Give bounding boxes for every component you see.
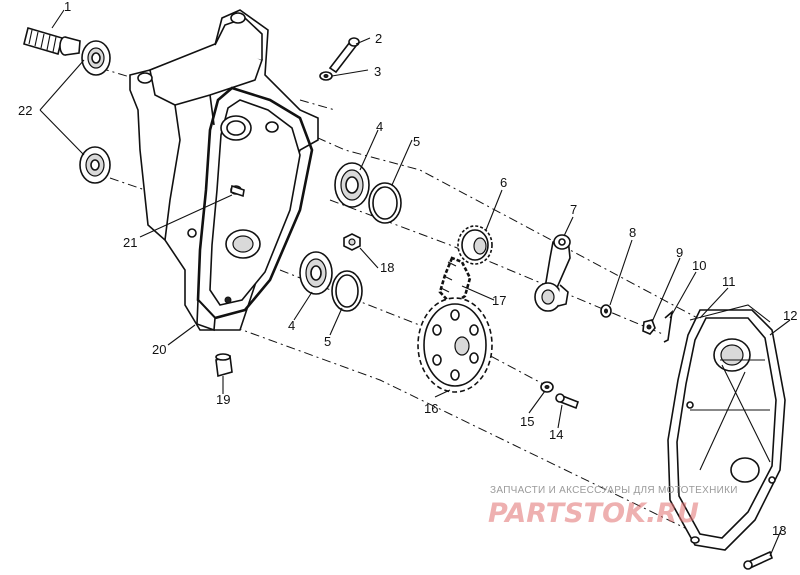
callout-3: 3: [374, 64, 381, 79]
part-19-drain-plug: [215, 353, 233, 378]
part-7-tensioner-arm: [534, 234, 571, 312]
callout-6: 6: [500, 175, 507, 190]
part-21-dowel-pin: [230, 184, 245, 198]
callout-2: 2: [375, 31, 382, 46]
callout-7: 7: [570, 202, 577, 217]
part-22-seal-lower: [79, 146, 111, 184]
watermark-brand: PARTSTOK.RU: [488, 498, 699, 529]
part-10-clip: [663, 310, 674, 343]
callout-20: 20: [152, 342, 166, 357]
callout-19: 19: [216, 392, 230, 407]
part-6-upper-sprocket: [457, 225, 493, 265]
part-12-chaincase-cover: [667, 309, 786, 551]
callout-1: 1: [64, 0, 71, 14]
callout-18: 18: [380, 260, 394, 275]
part-18-nut: [343, 233, 361, 251]
callout-9: 9: [676, 245, 683, 260]
chaincase-housing: [129, 9, 319, 332]
callout-5-lower: 5: [324, 334, 331, 349]
callout-12: 12: [783, 308, 797, 323]
part-3-washer: [319, 71, 333, 81]
callout-22: 22: [18, 103, 32, 118]
callout-16: 16: [424, 401, 438, 416]
callout-4-upper: 4: [376, 119, 383, 134]
part-17-chain: [438, 256, 472, 307]
part-15-washer: [540, 381, 554, 393]
part-4-bearing-upper: [334, 162, 370, 208]
part-2-bolt: [328, 37, 360, 74]
callout-4-lower: 4: [288, 318, 295, 333]
watermark-caption: ЗАПЧАСТИ И АКСЕССУАРЫ ДЛЯ МОТОТЕХНИКИ: [490, 485, 738, 496]
part-16-lower-sprocket: [417, 297, 493, 393]
watermark: ЗАПЧАСТИ И АКСЕССУАРЫ ДЛЯ МОТОТЕХНИКИ PA…: [488, 485, 738, 529]
callout-leader-lines: [39, 9, 791, 557]
callout-5-upper: 5: [413, 134, 420, 149]
callout-14: 14: [549, 427, 563, 442]
callout-11: 11: [722, 274, 736, 289]
callout-21: 21: [123, 235, 137, 250]
part-22-seal-upper: [81, 40, 111, 76]
part-5-snap-ring-lower: [331, 270, 363, 312]
part-8-washer: [600, 304, 612, 318]
callout-8: 8: [629, 225, 636, 240]
callout-15: 15: [520, 414, 534, 429]
part-1-input-shaft: [23, 26, 81, 56]
callout-17: 17: [492, 293, 506, 308]
part-5-snap-ring-upper: [368, 182, 402, 224]
part-4-bearing-lower: [299, 251, 333, 295]
part-9-nut: [642, 319, 656, 335]
part-11-cover-gasket: [689, 304, 771, 323]
callout-10: 10: [692, 258, 706, 273]
callout-13: 13: [772, 523, 786, 538]
part-13-bolt: [743, 550, 773, 570]
part-14-bolt: [555, 393, 579, 410]
callout-labels: 1 2 3 4 4 5 5 6 7 8 9 10 11 12 13 14 15 …: [18, 0, 797, 538]
